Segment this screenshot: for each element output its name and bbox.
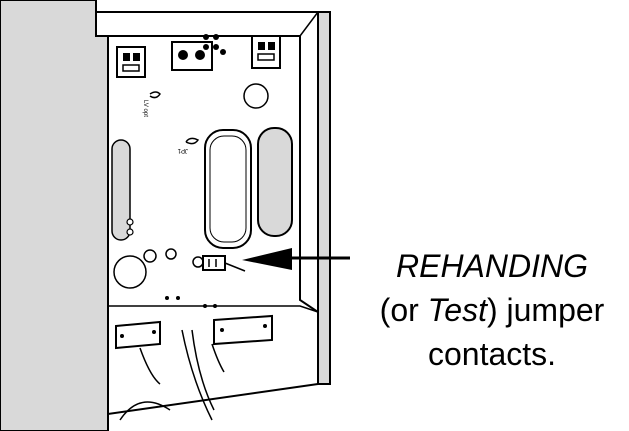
inner-wall-edge	[299, 11, 319, 300]
hole-left-1	[143, 249, 157, 263]
callout-line2-close: ) jumper	[486, 292, 605, 328]
terminal-block-center	[171, 34, 226, 71]
ledge-dot-2	[176, 296, 180, 300]
housing-right-wall	[317, 11, 331, 385]
callout-arrow	[242, 248, 350, 270]
jp1-jumper: JP1	[177, 137, 200, 153]
callout-line-1: REHANDING	[355, 244, 629, 288]
lv-opt-jumper: LV opt	[142, 91, 161, 117]
center-cutout-inner	[209, 135, 247, 243]
callout-line-3: contacts.	[427, 336, 557, 372]
jp1-label: JP1	[177, 147, 188, 153]
rehanding-jumper	[202, 255, 246, 272]
wire-loop	[119, 401, 171, 421]
lv-opt-label: LV opt	[142, 100, 148, 117]
left-cutout	[111, 139, 131, 241]
hole-left-2	[165, 248, 177, 260]
small-screw-1	[126, 218, 134, 226]
wire-2	[191, 329, 215, 411]
terminal-block-left	[116, 46, 146, 78]
bottom-ledge	[108, 305, 319, 313]
bracket-left	[115, 320, 161, 385]
callout-line-2: (or Test) jumper	[355, 288, 629, 332]
terminal-block-right	[251, 35, 281, 69]
callout-line2-emph: Test	[427, 292, 487, 328]
wire-1	[181, 329, 213, 421]
callout-title: REHANDING	[395, 248, 588, 284]
mounting-hole-top	[243, 83, 269, 109]
hole-big	[113, 255, 147, 289]
hole-mid	[192, 256, 204, 268]
ledge-dot-3	[203, 304, 207, 308]
small-screw-2	[126, 228, 134, 236]
right-cutout	[257, 127, 293, 237]
center-cutout	[204, 129, 252, 249]
callout-line2-open: (or	[379, 292, 428, 328]
bracket-right	[211, 314, 273, 373]
rehanding-callout: REHANDING (or Test) jumper contacts.	[355, 244, 629, 376]
ledge-dot-4	[213, 304, 217, 308]
housing-left-wall	[0, 0, 109, 431]
ledge-dot-1	[165, 296, 169, 300]
